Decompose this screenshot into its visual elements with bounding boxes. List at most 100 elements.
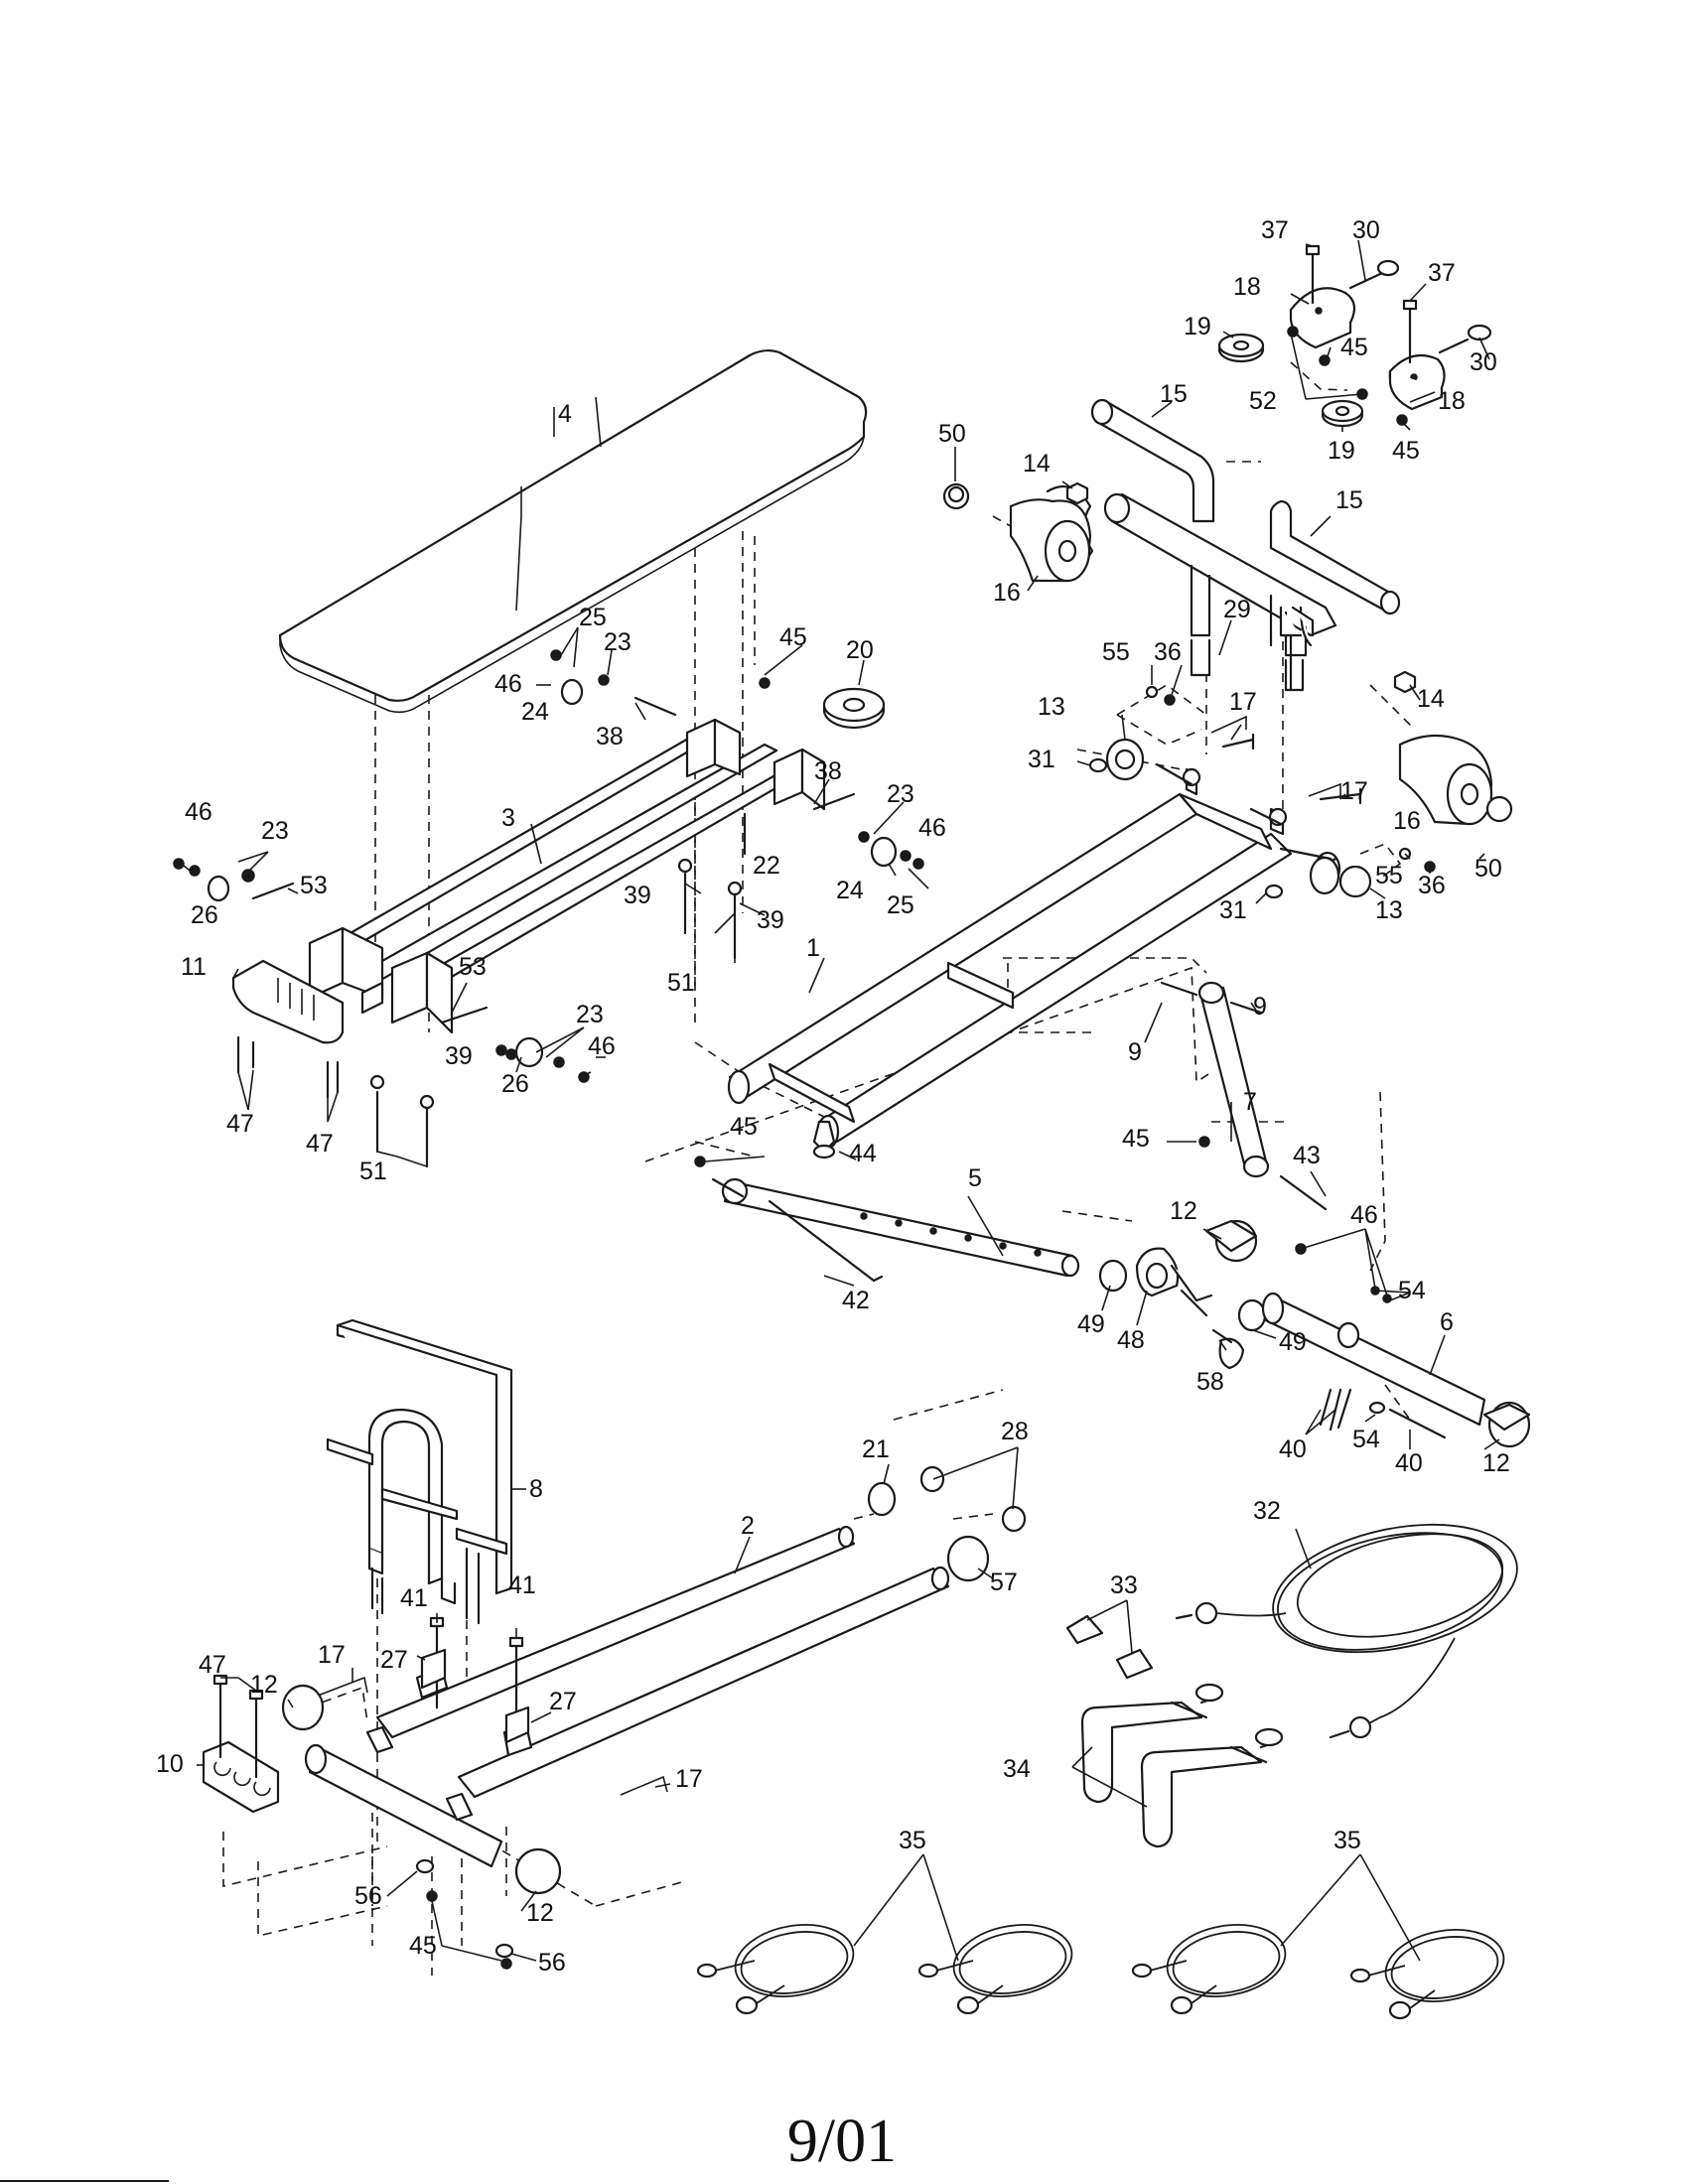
- callout-45: 45: [730, 1113, 758, 1141]
- callout-48: 48: [1117, 1326, 1145, 1354]
- callout-46: 46: [588, 1032, 616, 1060]
- callout-36: 36: [1154, 638, 1182, 666]
- callout-56: 56: [354, 1882, 382, 1910]
- callout-36: 36: [1418, 872, 1446, 899]
- callout-45: 45: [409, 1932, 437, 1960]
- callout-51: 51: [667, 969, 695, 997]
- callout-34: 34: [1003, 1755, 1031, 1783]
- main-frame-hardware: [1088, 685, 1436, 899]
- callout-54: 54: [1352, 1426, 1380, 1453]
- callout-27: 27: [549, 1688, 577, 1715]
- callout-40: 40: [1279, 1435, 1307, 1463]
- callout-45: 45: [1392, 437, 1420, 465]
- callout-50: 50: [938, 420, 966, 448]
- callout-leader-lines: [183, 239, 1500, 1962]
- seat-frame-part: [308, 718, 826, 1034]
- callout-39: 39: [445, 1042, 473, 1070]
- adjustment-tube-part: [694, 1120, 1080, 1283]
- callout-10: 10: [156, 1750, 184, 1778]
- callout-49: 49: [1077, 1310, 1105, 1338]
- callout-53: 53: [459, 953, 487, 981]
- callout-43: 43: [1293, 1142, 1321, 1169]
- callout-24: 24: [836, 877, 864, 904]
- footer-rule: [0, 2180, 169, 2182]
- callout-30: 30: [1470, 348, 1497, 376]
- callout-37: 37: [1261, 216, 1289, 244]
- main-frame-part: [727, 762, 1341, 1150]
- callout-39: 39: [757, 906, 784, 934]
- pivot-bracket-part: [1098, 1247, 1267, 1370]
- callout-8: 8: [529, 1475, 543, 1503]
- leg-lever-tubes: [1090, 398, 1401, 692]
- callout-55: 55: [1375, 862, 1403, 889]
- callout-17: 17: [318, 1641, 346, 1669]
- revision-date: 9/01: [786, 2108, 898, 2175]
- callout-42: 42: [842, 1287, 870, 1314]
- callout-12: 12: [526, 1899, 554, 1927]
- callout-58: 58: [1196, 1368, 1224, 1396]
- callout-13: 13: [1038, 693, 1065, 721]
- callout-46: 46: [918, 814, 946, 842]
- callout-9: 9: [1253, 993, 1267, 1021]
- end-caps-50-14: [942, 481, 1513, 823]
- callout-12: 12: [1482, 1449, 1510, 1477]
- callout-19: 19: [1184, 313, 1211, 341]
- callout-18: 18: [1438, 387, 1466, 415]
- callout-41: 41: [400, 1584, 428, 1612]
- callout-12: 12: [1170, 1197, 1197, 1225]
- callout-35: 35: [1333, 1827, 1361, 1854]
- callout-52: 52: [1249, 387, 1277, 415]
- callout-28: 28: [1001, 1418, 1029, 1445]
- callout-20: 20: [846, 636, 874, 664]
- callout-5: 5: [968, 1164, 982, 1192]
- callout-40: 40: [1395, 1449, 1423, 1477]
- stabilizer-tube-part: [375, 1465, 1027, 1799]
- callout-49: 49: [1279, 1328, 1307, 1356]
- callout-27: 27: [380, 1646, 408, 1674]
- callout-38: 38: [814, 757, 842, 785]
- callout-25: 25: [887, 891, 914, 919]
- callout-23: 23: [887, 780, 914, 808]
- callout-18: 18: [1233, 273, 1261, 301]
- callout-23: 23: [604, 628, 632, 656]
- callout-56: 56: [538, 1949, 566, 1977]
- callout-16: 16: [1393, 807, 1421, 835]
- cable-part-32: [1175, 1523, 1518, 1739]
- callout-4: 4: [558, 400, 572, 428]
- upright-frame-part: [326, 1318, 513, 1625]
- callout-12: 12: [250, 1671, 278, 1699]
- callout-41: 41: [508, 1571, 536, 1599]
- clips-part-33: [1065, 1614, 1154, 1680]
- callout-57: 57: [990, 1569, 1018, 1596]
- callout-47: 47: [306, 1130, 334, 1158]
- seat-pad-part: [278, 348, 868, 714]
- callout-30: 30: [1352, 216, 1380, 244]
- pulley-assemblies: [1217, 244, 1492, 428]
- pulley-part-20: [822, 687, 886, 730]
- callout-2: 2: [741, 1512, 755, 1540]
- callout-45: 45: [779, 623, 807, 651]
- callout-23: 23: [261, 817, 289, 845]
- callout-24: 24: [521, 698, 549, 726]
- callout-13: 13: [1375, 896, 1403, 924]
- callout-46: 46: [185, 798, 212, 826]
- callout-51: 51: [359, 1158, 387, 1185]
- callout-47: 47: [199, 1651, 226, 1679]
- callout-numbers: 4 25 46 23 24 38 45 20 3 38 23 46 22 24 …: [156, 216, 1510, 1977]
- callout-44: 44: [849, 1140, 877, 1167]
- callout-7: 7: [1243, 1088, 1257, 1116]
- callout-33: 33: [1110, 1571, 1138, 1599]
- callout-53: 53: [300, 872, 328, 899]
- callout-29: 29: [1223, 596, 1251, 623]
- handles-part-34: [1080, 1683, 1284, 1848]
- front-foot-part: [231, 959, 345, 1044]
- stabilizer-hardware: [415, 1616, 530, 1970]
- rear-foot-part: [202, 1674, 280, 1814]
- callout-45: 45: [1122, 1125, 1150, 1153]
- callout-54: 54: [1398, 1277, 1426, 1304]
- straps-part-35: [696, 1924, 1505, 2020]
- callout-31: 31: [1028, 746, 1055, 773]
- callout-26: 26: [501, 1070, 529, 1098]
- callout-37: 37: [1428, 259, 1456, 287]
